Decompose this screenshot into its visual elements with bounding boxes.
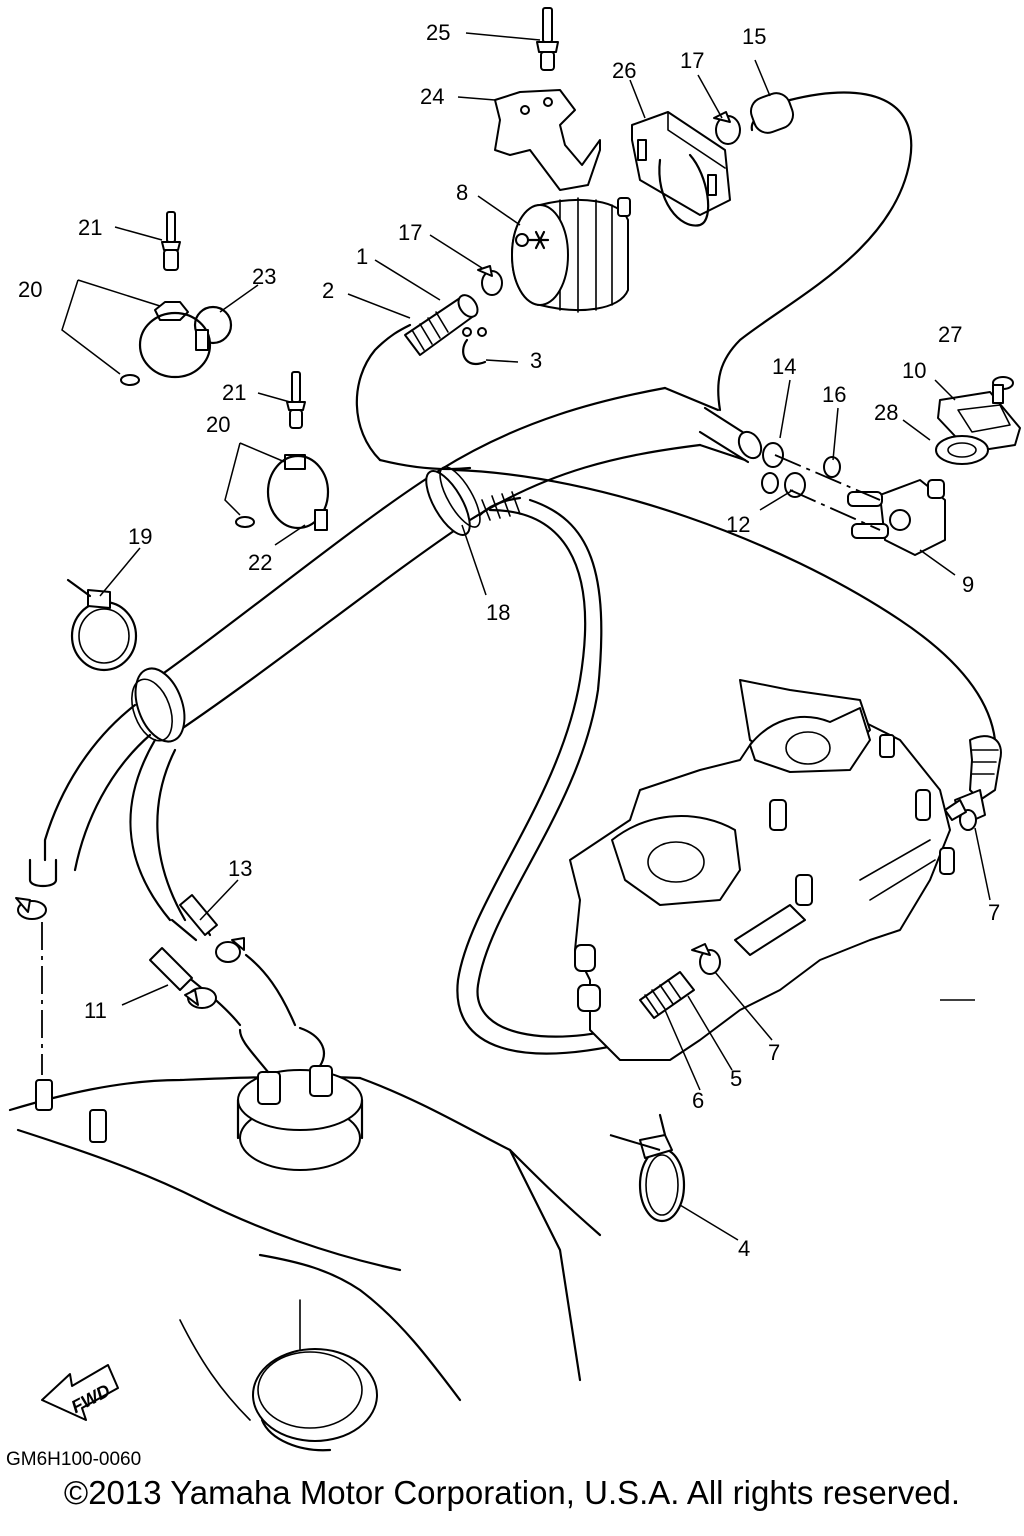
filter-bracket: [494, 89, 601, 191]
callout-18: 18: [486, 600, 510, 625]
hose-15: [717, 91, 913, 412]
callout-25: 25: [426, 20, 450, 45]
callout-4: 4: [738, 1236, 750, 1261]
document-code: GM6H100-0060: [6, 1449, 142, 1470]
clamp-17-mid: [477, 265, 503, 296]
filler-hose: [131, 386, 747, 743]
callout-26: 26: [612, 58, 636, 83]
callout-13: 13: [228, 856, 252, 881]
clip-3: [462, 327, 487, 365]
callout-10: 10: [902, 358, 926, 383]
callout-9: 9: [962, 572, 974, 597]
tie-band-4: [609, 1113, 686, 1223]
callout-24: 24: [420, 84, 444, 109]
callout-21-top: 21: [78, 215, 102, 240]
filter-holder: [631, 111, 731, 227]
callout-1: 1: [356, 244, 368, 269]
callout-28: 28: [874, 400, 898, 425]
forward-arrow-icon: FWD: [41, 1364, 119, 1421]
rivet-25: [536, 7, 559, 71]
vent-line: [355, 323, 997, 742]
return-hose-loop: [456, 491, 652, 1055]
callout-21-low: 21: [222, 380, 246, 405]
callout-20-top: 20: [18, 277, 42, 302]
fuel-cock: [847, 479, 946, 556]
clamps-11-13: [15, 897, 245, 1075]
callout-8: 8: [456, 180, 468, 205]
callout-17-top: 17: [680, 48, 704, 73]
fuel-hoses: [28, 703, 297, 1027]
callout-12: 12: [726, 512, 750, 537]
callout-22: 22: [248, 550, 272, 575]
callout-6: 6: [692, 1088, 704, 1113]
callout-15: 15: [742, 24, 766, 49]
callout-23: 23: [252, 264, 276, 289]
callout-11: 11: [84, 998, 107, 1023]
callout-7-low: 7: [768, 1040, 780, 1065]
fuel-tank: [8, 1075, 602, 1452]
callout-16: 16: [822, 382, 846, 407]
hose-clamp-lower: [235, 371, 330, 531]
callout-14: 14: [772, 354, 796, 379]
leader-lines: [61, 32, 991, 1241]
hose-clamp-upper: [120, 211, 233, 386]
clamp-7-lower: [691, 943, 721, 975]
gasket-28: [935, 435, 989, 465]
fuel-filter: [511, 197, 631, 313]
fuel-pump-assembly: [35, 1026, 364, 1171]
screw-27: [992, 376, 1014, 404]
callout-27: 27: [938, 322, 962, 347]
callout-19: 19: [128, 524, 152, 549]
hose-5-6: [639, 971, 695, 1019]
carburetor-assembly: [569, 679, 955, 1061]
hose-1-spring-2: [404, 294, 479, 356]
callout-7-right: 7: [988, 900, 1000, 925]
callout-3: 3: [530, 348, 542, 373]
copyright-notice: ©2013 Yamaha Motor Corporation, U.S.A. A…: [63, 1474, 961, 1511]
clamp-17-top: [713, 111, 741, 145]
callout-5: 5: [730, 1066, 742, 1091]
tie-band-19: [66, 578, 138, 672]
callout-17-mid: 17: [398, 220, 422, 245]
callout-numbers: 25 24 26 17 15 8 17 1 2 3 21 20 23 21 20…: [18, 20, 1000, 1261]
callout-20-low: 20: [206, 412, 230, 437]
vent-hose-carb: [944, 735, 1002, 831]
callout-2: 2: [322, 278, 334, 303]
